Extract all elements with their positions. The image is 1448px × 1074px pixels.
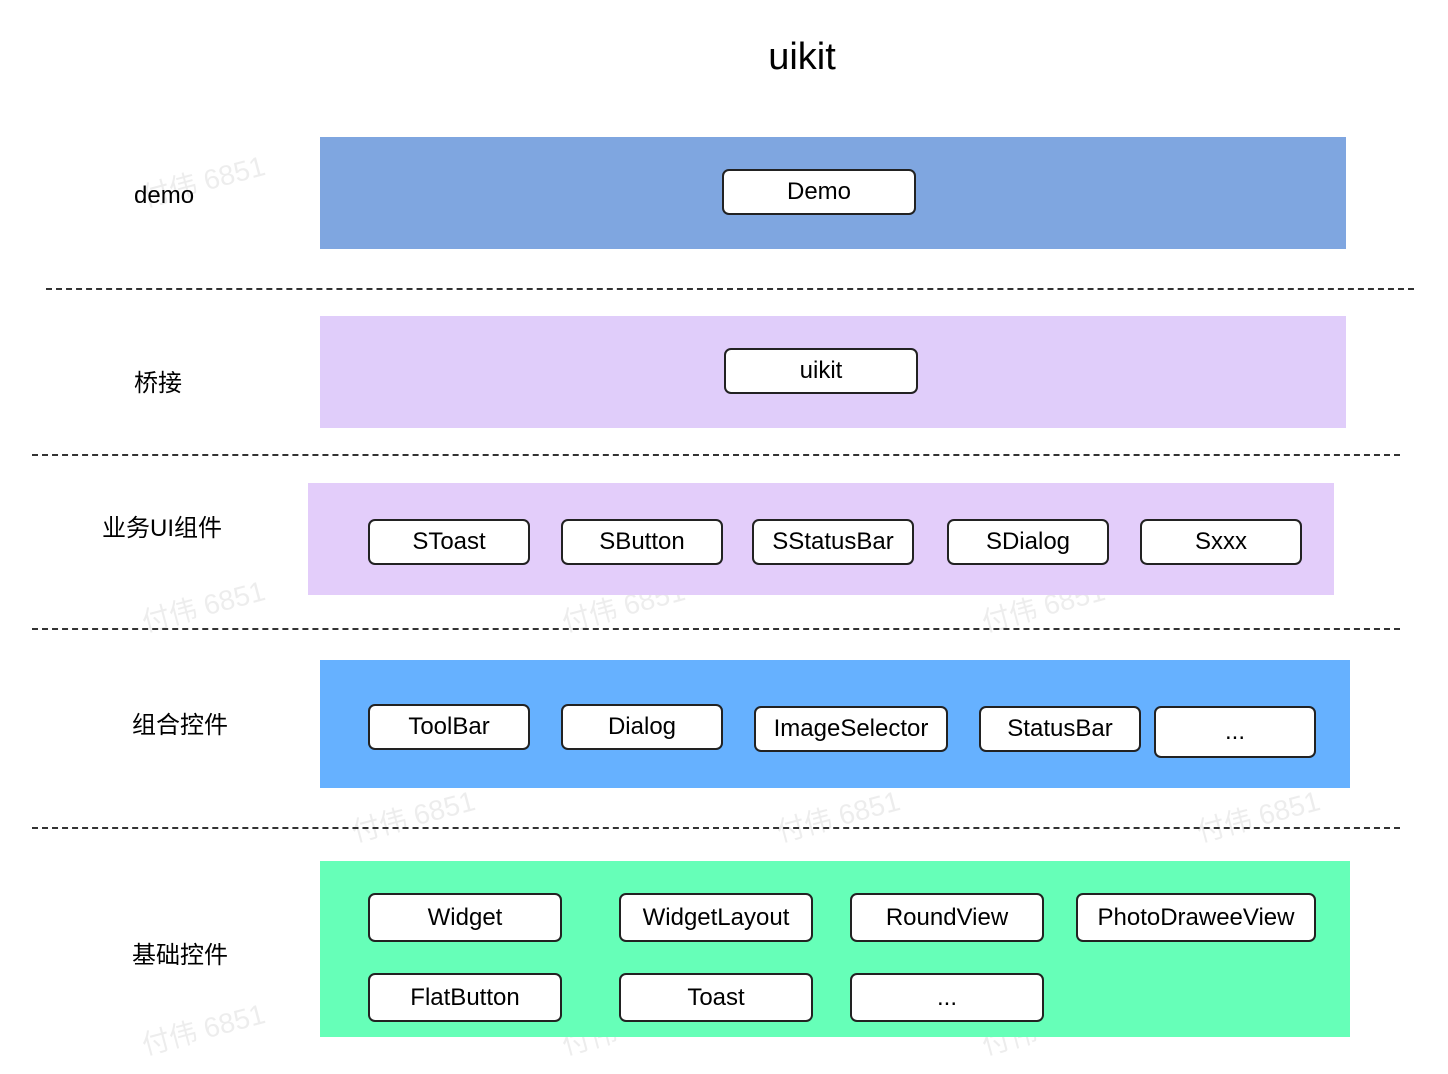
- component-box: SToast: [368, 519, 530, 565]
- diagram-title: uikit: [768, 36, 836, 78]
- component-box: SDialog: [947, 519, 1109, 565]
- layer-label-composite: 组合控件: [132, 712, 228, 739]
- component-box: Widget: [368, 893, 562, 942]
- component-box: Sxxx: [1140, 519, 1302, 565]
- component-box: StatusBar: [979, 706, 1141, 752]
- watermark: 付伟 6851: [773, 785, 904, 848]
- layer-divider: [32, 827, 1400, 829]
- component-box: ...: [850, 973, 1044, 1022]
- watermark: 付伟 6851: [138, 998, 269, 1061]
- component-box: ImageSelector: [754, 706, 948, 752]
- layer-label-basic: 基础控件: [132, 942, 228, 969]
- layer-label-business: 业务UI组件: [102, 515, 222, 542]
- component-box: PhotoDraweeView: [1076, 893, 1316, 942]
- component-box: ...: [1154, 706, 1316, 758]
- watermark: 付伟 6851: [1193, 785, 1324, 848]
- component-box: WidgetLayout: [619, 893, 813, 942]
- component-box: Dialog: [561, 704, 723, 750]
- watermark: 付伟 6851: [348, 785, 479, 848]
- layer-label-bridge: 桥接: [134, 370, 182, 397]
- component-box: SStatusBar: [752, 519, 914, 565]
- component-box: Toast: [619, 973, 813, 1022]
- component-box: Demo: [722, 169, 916, 215]
- component-box: ToolBar: [368, 704, 530, 750]
- component-box: FlatButton: [368, 973, 562, 1022]
- layer-divider: [32, 628, 1400, 630]
- component-box: uikit: [724, 348, 918, 394]
- layer-divider: [32, 454, 1400, 456]
- component-box: SButton: [561, 519, 723, 565]
- layer-divider: [46, 288, 1414, 290]
- layer-label-demo: demo: [134, 182, 195, 209]
- component-box: RoundView: [850, 893, 1044, 942]
